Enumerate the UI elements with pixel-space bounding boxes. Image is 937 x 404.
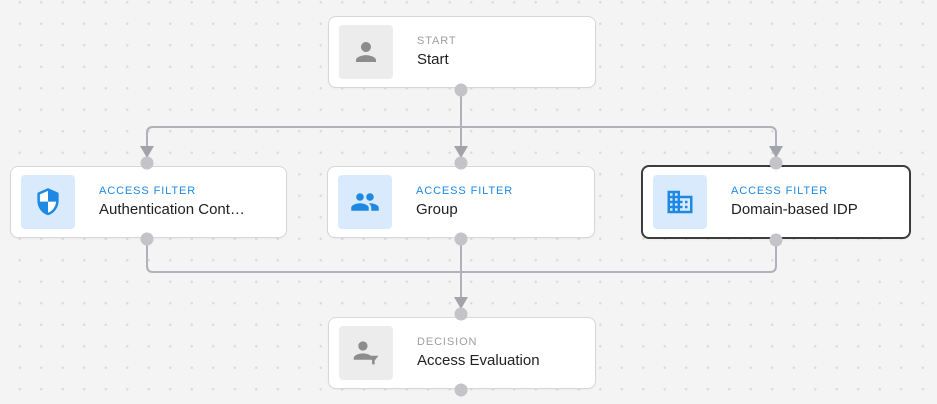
start-icon-tile	[339, 25, 393, 79]
node-title: Group	[416, 201, 458, 218]
arrowhead-to-auth	[140, 146, 154, 158]
node-start[interactable]: START Start	[328, 16, 596, 88]
node-access-filter-domain-idp[interactable]: ACCESS FILTER Domain-based IDP	[641, 165, 911, 239]
node-title: Start	[417, 51, 449, 68]
person-icon	[356, 42, 376, 62]
node-title: Authentication Cont…	[99, 201, 245, 218]
node-type-label: ACCESS FILTER	[416, 185, 514, 197]
connector-idp-down	[461, 240, 777, 273]
domain-icon	[667, 190, 693, 214]
connector-start-right	[461, 126, 777, 147]
connection-dot-group-bottom[interactable]	[454, 232, 468, 246]
connector-start-left	[146, 126, 461, 147]
connection-dot-auth-top[interactable]	[140, 156, 154, 170]
node-type-label: ACCESS FILTER	[99, 185, 197, 197]
idp-icon-tile	[653, 175, 707, 229]
group-icon	[351, 193, 379, 211]
node-title: Access Evaluation	[417, 352, 540, 369]
person-filter-icon	[353, 341, 379, 365]
connection-dot-idp-top[interactable]	[769, 156, 783, 170]
arrowhead-to-group	[454, 146, 468, 158]
group-icon-tile	[338, 175, 392, 229]
connection-dot-idp-bottom[interactable]	[769, 233, 783, 247]
node-type-label: START	[417, 35, 457, 47]
arrowhead-to-idp	[769, 146, 783, 158]
node-title: Domain-based IDP	[731, 201, 858, 218]
node-decision-access-evaluation[interactable]: DECISION Access Evaluation	[328, 317, 596, 389]
node-type-label: ACCESS FILTER	[731, 185, 829, 197]
decision-icon-tile	[339, 326, 393, 380]
node-access-filter-group[interactable]: ACCESS FILTER Group	[327, 166, 595, 238]
connection-dot-decision-top[interactable]	[454, 307, 468, 321]
auth-icon-tile	[21, 175, 75, 229]
connector-auth-down	[146, 240, 461, 273]
node-access-filter-authentication[interactable]: ACCESS FILTER Authentication Cont…	[10, 166, 287, 238]
shield-icon	[37, 188, 59, 216]
connection-dot-group-top[interactable]	[454, 156, 468, 170]
connection-dot-auth-bottom[interactable]	[140, 232, 154, 246]
connection-dot-decision-bottom[interactable]	[454, 383, 468, 397]
arrowhead-to-decision	[454, 297, 468, 309]
node-type-label: DECISION	[417, 336, 478, 348]
connection-dot-start-bottom[interactable]	[454, 83, 468, 97]
